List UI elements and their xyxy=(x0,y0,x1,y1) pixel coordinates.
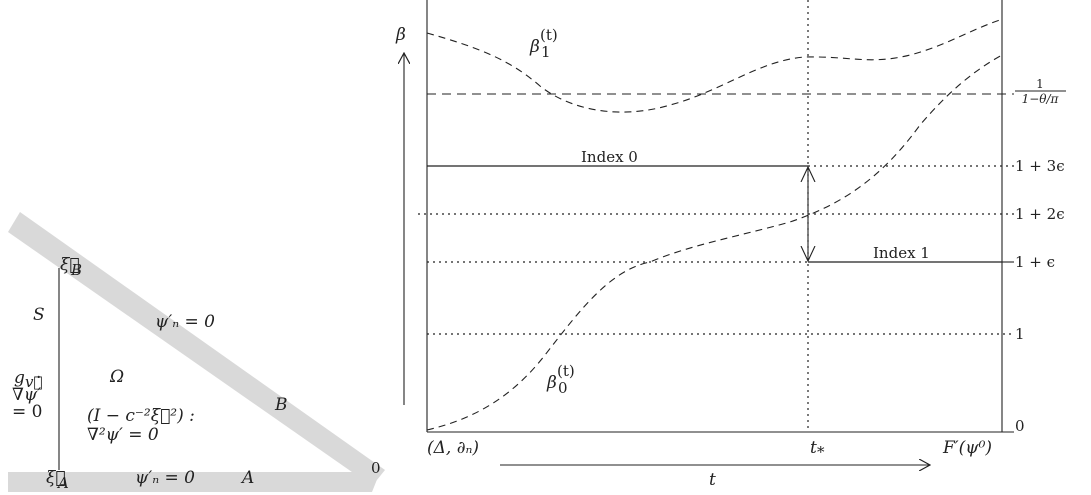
boundary-b-band xyxy=(8,212,385,486)
bottom-left-label: (Δ, ∂ₙ) xyxy=(427,438,479,458)
tick-3eps-label: 1 + 3ϵ xyxy=(1015,157,1065,175)
tensor-eq-line2: ∇²ψ′ = 0 xyxy=(87,425,159,445)
xi-a-label: ξ⃗ xyxy=(46,468,66,488)
t-star-label: t xyxy=(810,438,817,458)
domain-diagram: ξ⃗ B S ψ′ₙ = 0 Ω B g v⃗ · ∇ψ′ = 0 (I − c… xyxy=(8,212,385,492)
beta0-sub: 0 xyxy=(558,379,568,397)
omega-label: Ω xyxy=(109,367,124,387)
psi-bottom-label: ψ′ₙ = 0 xyxy=(135,468,195,488)
beta1-sub: 1 xyxy=(541,43,551,61)
beta1-label: β xyxy=(529,37,540,57)
t-star-sub: * xyxy=(817,443,825,461)
tick-2eps-label: 1 + 2ϵ xyxy=(1015,205,1065,223)
eq-zero-label: = 0 xyxy=(12,402,42,422)
s-label: S xyxy=(33,305,45,325)
asymptote-frac-den: 1−θ/π xyxy=(1022,92,1060,106)
beta1-sup: (t) xyxy=(540,26,558,44)
beta1-curve xyxy=(426,19,1001,113)
bottom-right-label: F′(ψ⁰) xyxy=(942,438,992,458)
xi-b-label: ξ⃗ xyxy=(60,255,80,275)
nabla-psi-label: ∇ψ′ xyxy=(12,385,41,405)
beta0-sup: (t) xyxy=(557,362,575,380)
corner-zero-label: 0 xyxy=(371,459,381,477)
g-label: g xyxy=(14,368,25,388)
g-dot: · xyxy=(36,368,41,388)
tick-one-label: 1 xyxy=(1015,325,1025,343)
psi-top-label: ψ′ₙ = 0 xyxy=(155,312,215,332)
index1-label: Index 1 xyxy=(873,244,930,262)
spectral-diagram: β β 1 (t) β 0 (t) Index 0 Index 1 1 xyxy=(395,0,1066,490)
a-label: A xyxy=(240,468,254,488)
beta-axis-label: β xyxy=(395,25,406,45)
beta0-curve xyxy=(426,54,1003,431)
tensor-eq-line1: (I − c⁻²ξ⃗²) : xyxy=(87,406,195,426)
xi-a-sub: A xyxy=(56,474,69,492)
tick-zero-label: 0 xyxy=(1015,417,1025,435)
g-sub: v⃗ xyxy=(25,373,42,391)
t-axis-label: t xyxy=(709,470,716,490)
xi-b-sub: B xyxy=(70,261,82,279)
asymptote-frac-num: 1 xyxy=(1036,77,1044,91)
b-label: B xyxy=(274,395,288,415)
beta0-label: β xyxy=(546,373,557,393)
boundary-a-band xyxy=(8,472,380,492)
tick-1eps-label: 1 + ϵ xyxy=(1015,253,1055,271)
index0-label: Index 0 xyxy=(581,148,638,166)
